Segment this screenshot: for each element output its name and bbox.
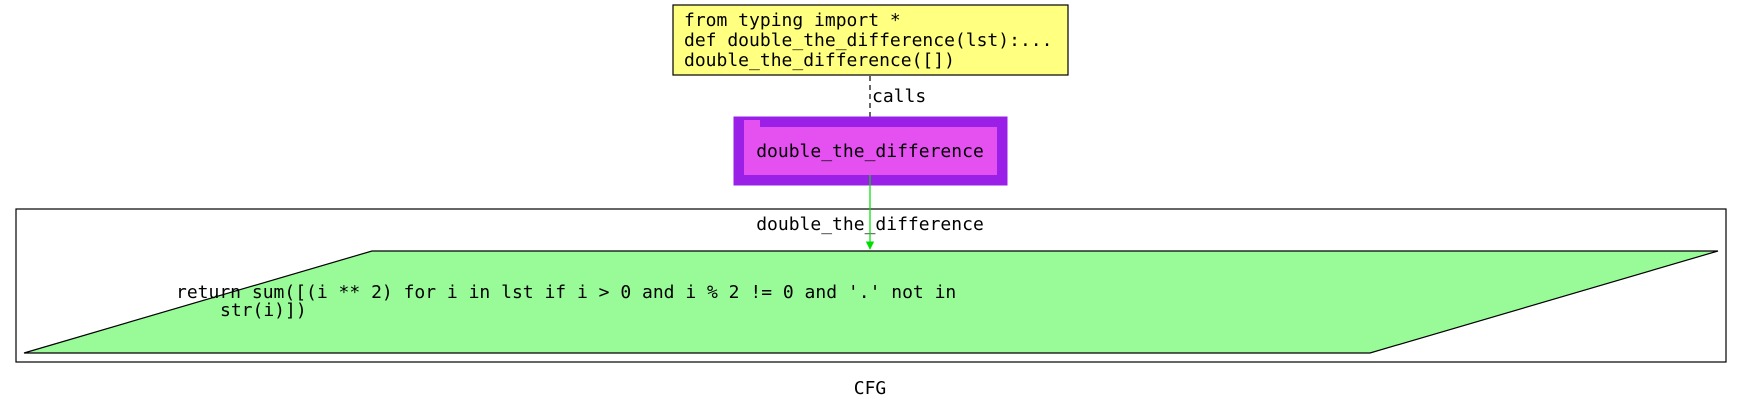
return-node-text-line-2: str(i)]) <box>220 300 307 321</box>
function-node: double_the_difference <box>733 116 1008 186</box>
function-node-inner-box <box>744 127 997 175</box>
diagram-title: CFG <box>854 378 887 399</box>
entry-node-line-1: from typing import * <box>684 10 901 31</box>
function-node-tab <box>744 120 760 130</box>
function-node-label: double_the_difference <box>756 141 984 162</box>
entry-node: from typing import * def double_the_diff… <box>672 4 1069 76</box>
cluster-box <box>15 208 1727 363</box>
call-edge: calls <box>865 76 926 128</box>
entry-node-box <box>672 4 1069 76</box>
return-node-shape <box>23 250 1719 354</box>
return-node-text-line-1: return sum([(i ** 2) for i in lst if i >… <box>176 282 956 303</box>
entry-node-line-2: def double_the_difference(lst):... <box>684 30 1052 51</box>
entry-node-line-3: double_the_difference([]) <box>684 50 955 71</box>
call-edge-label: calls <box>872 86 926 107</box>
return-node: return sum([(i ** 2) for i in lst if i >… <box>23 250 1719 354</box>
